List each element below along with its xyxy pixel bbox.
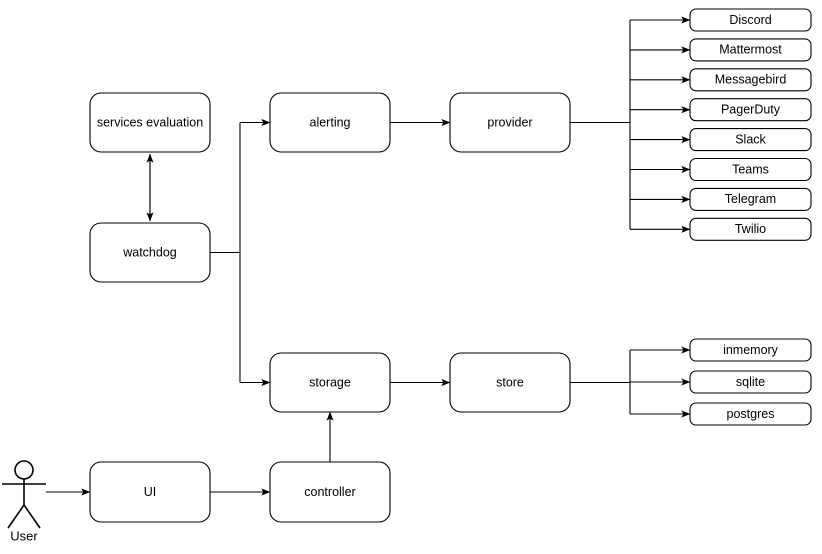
node-services-evaluation-shape bbox=[89, 92, 211, 153]
node-ui[interactable]: UI bbox=[89, 461, 211, 523]
leaf-telegram-shape bbox=[689, 187, 812, 211]
leaf-discord[interactable]: Discord bbox=[689, 8, 812, 32]
leaf-label-slack: Slack bbox=[735, 132, 766, 146]
leaf-mattermost-shape bbox=[689, 38, 812, 62]
leaf-mattermost[interactable]: Mattermost bbox=[689, 38, 812, 62]
node-label-ui: UI bbox=[144, 485, 157, 499]
node-label-controller: controller bbox=[304, 485, 355, 499]
leaf-label-telegram: Telegram bbox=[725, 192, 776, 206]
node-label-provider: provider bbox=[487, 115, 532, 129]
leaf-sqlite-shape bbox=[689, 370, 812, 394]
node-controller-shape bbox=[269, 461, 391, 523]
leaf-label-twilio: Twilio bbox=[735, 222, 766, 236]
user-actor[interactable]: User bbox=[2, 460, 46, 543]
leaf-postgres-shape bbox=[689, 402, 812, 426]
node-label-alerting: alerting bbox=[310, 115, 351, 129]
node-label-store: store bbox=[496, 375, 524, 389]
node-controller[interactable]: controller bbox=[269, 461, 391, 523]
leaf-label-inmemory: inmemory bbox=[723, 343, 779, 357]
leaf-label-postgres: postgres bbox=[727, 407, 775, 421]
leaf-label-discord: Discord bbox=[729, 13, 771, 27]
node-alerting[interactable]: alerting bbox=[269, 92, 391, 153]
leaf-messagebird-shape bbox=[689, 68, 812, 92]
leaf-pagerduty-shape bbox=[689, 98, 812, 122]
leaf-label-sqlite: sqlite bbox=[736, 375, 765, 389]
leaf-telegram[interactable]: Telegram bbox=[689, 187, 812, 211]
leaf-discord-shape bbox=[689, 8, 812, 32]
node-store-shape bbox=[449, 352, 571, 413]
leaf-slack-shape bbox=[689, 128, 812, 152]
leaf-teams[interactable]: Teams bbox=[689, 157, 812, 182]
leaf-sqlite[interactable]: sqlite bbox=[689, 370, 812, 394]
node-watchdog[interactable]: watchdog bbox=[89, 222, 211, 283]
node-watchdog-shape bbox=[89, 222, 211, 283]
node-alerting-shape bbox=[269, 92, 391, 153]
node-storage[interactable]: storage bbox=[269, 352, 391, 413]
leaf-inmemory-shape bbox=[689, 338, 812, 362]
leaf-label-pagerduty: PagerDuty bbox=[721, 102, 781, 116]
leaf-label-messagebird: Messagebird bbox=[715, 73, 787, 87]
node-services-evaluation[interactable]: services evaluation bbox=[89, 92, 211, 153]
leaf-postgres[interactable]: postgres bbox=[689, 402, 812, 426]
node-label-watchdog: watchdog bbox=[122, 245, 177, 259]
actor-head-icon bbox=[14, 460, 34, 480]
leaf-pagerduty[interactable]: PagerDuty bbox=[689, 98, 812, 122]
leaf-label-teams: Teams bbox=[732, 162, 769, 176]
node-storage-shape bbox=[269, 352, 391, 413]
actor-leg-right-icon bbox=[23, 504, 41, 529]
edge-layer bbox=[46, 16, 691, 496]
node-ui-shape bbox=[89, 461, 211, 523]
leaf-teams-shape bbox=[689, 157, 812, 182]
actor-leg-left-icon bbox=[7, 504, 25, 529]
node-store[interactable]: store bbox=[449, 352, 571, 413]
leaf-inmemory[interactable]: inmemory bbox=[689, 338, 812, 362]
leaf-label-mattermost: Mattermost bbox=[719, 43, 782, 57]
leaf-messagebird[interactable]: Messagebird bbox=[689, 68, 812, 92]
actor-layer: User bbox=[2, 460, 46, 543]
leaf-twilio[interactable]: Twilio bbox=[689, 217, 812, 241]
leaf-slack[interactable]: Slack bbox=[689, 128, 812, 152]
actor-label: User bbox=[10, 528, 38, 543]
node-label-storage: storage bbox=[309, 375, 351, 389]
node-label-services-evaluation: services evaluation bbox=[97, 115, 203, 129]
node-provider-shape bbox=[449, 92, 571, 153]
node-layer: services evaluation watchdog alerting provi… bbox=[89, 8, 812, 523]
node-provider[interactable]: provider bbox=[449, 92, 571, 153]
leaf-twilio-shape bbox=[689, 217, 812, 241]
